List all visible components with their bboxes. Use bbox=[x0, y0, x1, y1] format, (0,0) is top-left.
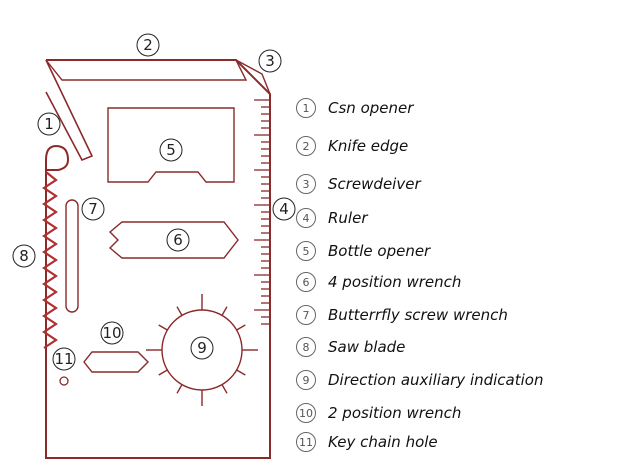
legend-item-3: 3 Screwdeiver bbox=[296, 172, 421, 196]
legend-item-10: 10 2 position wrench bbox=[296, 401, 461, 425]
legend-item-6: 6 4 position wrench bbox=[296, 270, 461, 294]
callout-9: 9 bbox=[190, 336, 214, 360]
legend-label: Saw blade bbox=[328, 338, 406, 356]
legend-item-5: 5 Bottle opener bbox=[296, 239, 430, 263]
direction-dial-rays bbox=[146, 294, 258, 406]
svg-text:1: 1 bbox=[44, 115, 54, 133]
svg-text:3: 3 bbox=[265, 52, 275, 70]
legend-item-8: 8 Saw blade bbox=[296, 335, 405, 359]
svg-text:4: 4 bbox=[279, 200, 289, 218]
legend-item-1: 1 Csn opener bbox=[296, 96, 413, 120]
knife-edge-bevel bbox=[45, 59, 248, 81]
legend-label: Csn opener bbox=[328, 99, 414, 117]
ruler bbox=[254, 99, 270, 325]
legend-label: Screwdeiver bbox=[328, 175, 421, 193]
callout-3: 3 bbox=[258, 49, 282, 73]
callout-5: 5 bbox=[159, 138, 183, 162]
callout-2: 2 bbox=[136, 33, 160, 57]
dial-ray bbox=[158, 324, 168, 331]
legend-number: 3 bbox=[296, 174, 316, 194]
callout-1: 1 bbox=[37, 112, 61, 136]
callout-4: 4 bbox=[272, 197, 296, 221]
legend-label: Butterrfly screw wrench bbox=[328, 306, 508, 324]
dial-ray bbox=[176, 384, 183, 394]
legend-item-4: 4 Ruler bbox=[296, 206, 368, 230]
butterfly-screw-wrench bbox=[65, 199, 79, 313]
legend-item-7: 7 Butterrfly screw wrench bbox=[296, 303, 508, 327]
callout-10: 10 bbox=[100, 321, 124, 345]
legend-label: Key chain hole bbox=[328, 433, 438, 451]
svg-text:10: 10 bbox=[102, 324, 121, 342]
legend-number: 10 bbox=[296, 403, 316, 423]
legend-number: 8 bbox=[296, 337, 316, 357]
legend-item-11: 11 Key chain hole bbox=[296, 430, 438, 454]
dial-ray bbox=[236, 369, 246, 376]
legend-label: Knife edge bbox=[328, 137, 409, 155]
svg-text:5: 5 bbox=[166, 141, 176, 159]
legend-number: 7 bbox=[296, 305, 316, 325]
svg-text:8: 8 bbox=[19, 247, 29, 265]
callout-6: 6 bbox=[166, 228, 190, 252]
callout-7: 7 bbox=[81, 197, 105, 221]
legend-number: 4 bbox=[296, 208, 316, 228]
legend-item-2: 2 Knife edge bbox=[296, 134, 408, 158]
dial-ray bbox=[158, 369, 168, 376]
two-position-wrench bbox=[83, 351, 149, 373]
callout-8: 8 bbox=[12, 244, 36, 268]
svg-text:9: 9 bbox=[197, 339, 207, 357]
saw-blade bbox=[42, 171, 58, 349]
legend-number: 11 bbox=[296, 432, 316, 452]
legend-number: 1 bbox=[296, 98, 316, 118]
card-outline bbox=[45, 59, 271, 459]
legend-number: 9 bbox=[296, 370, 316, 390]
four-position-wrench bbox=[108, 221, 239, 259]
svg-text:6: 6 bbox=[173, 231, 183, 249]
svg-text:11: 11 bbox=[54, 350, 73, 368]
legend-number: 5 bbox=[296, 241, 316, 261]
legend-label: Bottle opener bbox=[328, 242, 431, 260]
legend-item-9: 9 Direction auxiliary indication bbox=[296, 368, 543, 392]
legend-label: 4 position wrench bbox=[328, 273, 462, 291]
dial-ray bbox=[236, 324, 246, 331]
svg-text:7: 7 bbox=[88, 200, 98, 218]
dial-ray bbox=[221, 384, 228, 394]
screwdriver-tip bbox=[235, 59, 271, 95]
can-opener-hook bbox=[45, 59, 94, 162]
dial-ray bbox=[176, 306, 183, 316]
legend-label: Ruler bbox=[328, 209, 368, 227]
dial-ray bbox=[221, 306, 228, 316]
svg-text:2: 2 bbox=[143, 36, 153, 54]
key-chain-hole bbox=[59, 376, 69, 386]
legend-label: Direction auxiliary indication bbox=[328, 371, 544, 389]
callout-11: 11 bbox=[52, 347, 76, 371]
legend-number: 2 bbox=[296, 136, 316, 156]
legend-label: 2 position wrench bbox=[328, 404, 462, 422]
legend-number: 6 bbox=[296, 272, 316, 292]
bottle-opener bbox=[107, 107, 235, 183]
